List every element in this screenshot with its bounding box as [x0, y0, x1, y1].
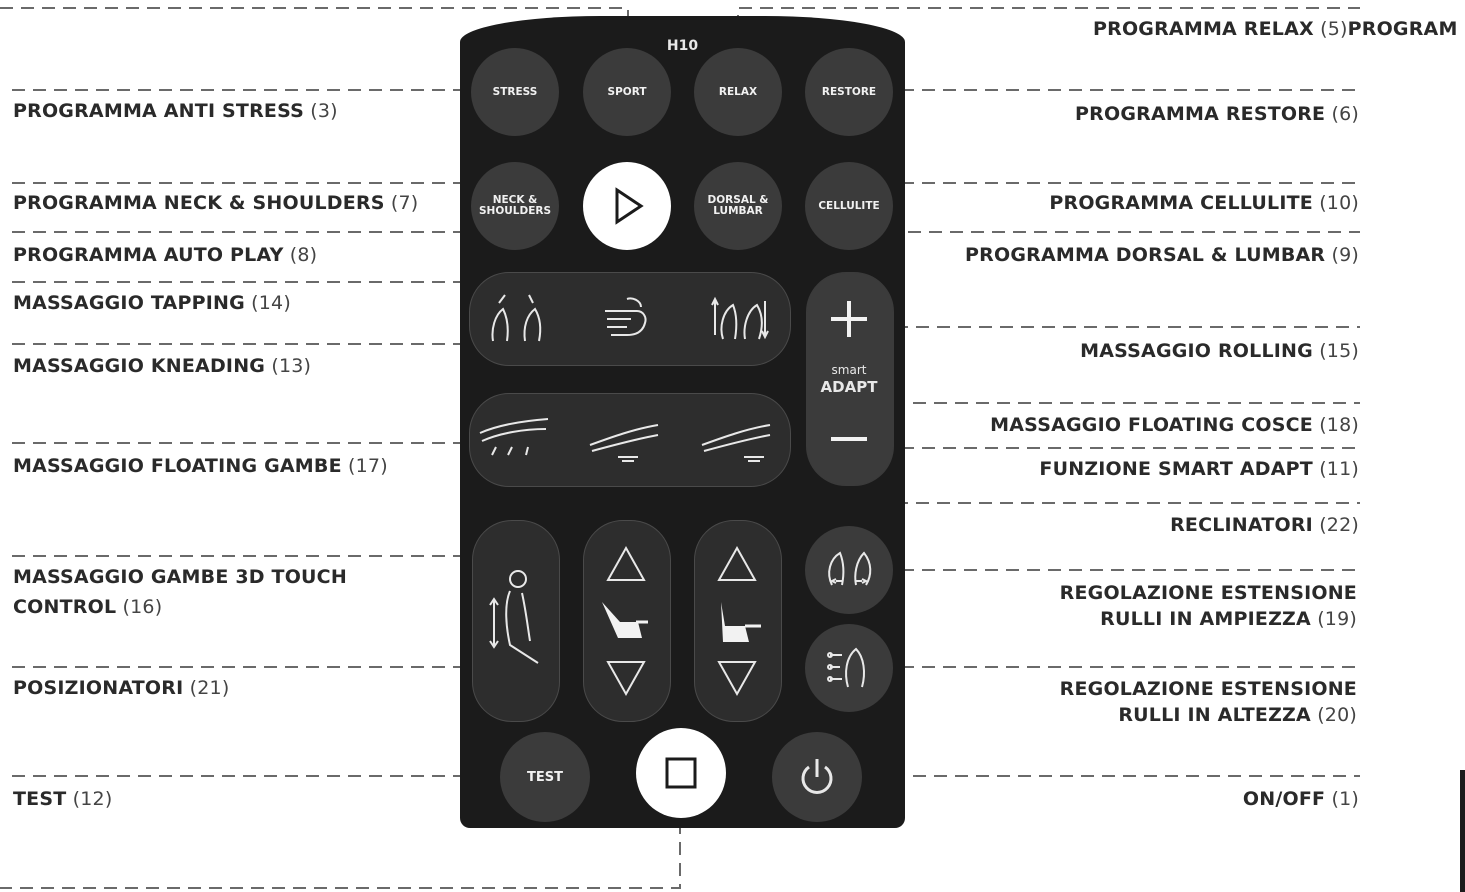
triangle-up-icon	[717, 545, 757, 581]
floating-thighs-button-2[interactable]	[698, 408, 774, 468]
3d-touch-button[interactable]	[476, 560, 554, 680]
floating-thighs-icon	[701, 424, 771, 462]
smart-adapt-plus-button[interactable]	[820, 290, 878, 348]
kneading-button[interactable]	[594, 288, 662, 348]
label-posizionatori: POSIZIONATORI (21)	[13, 677, 230, 699]
positioner-down-button[interactable]	[711, 654, 763, 702]
stop-icon	[665, 757, 697, 789]
reclinator-pill	[583, 520, 671, 722]
stress-button[interactable]: STRESS	[471, 48, 559, 136]
floating-legs-icon	[479, 418, 549, 456]
stop-button[interactable]	[636, 728, 726, 818]
test-button[interactable]: TEST	[500, 732, 590, 822]
roller-height-icon	[827, 647, 865, 688]
triangle-down-icon	[606, 661, 646, 697]
edge-bar	[1460, 770, 1465, 892]
floating-legs-button[interactable]	[476, 408, 552, 468]
smart-adapt-label: ADAPT	[820, 378, 878, 396]
play-icon	[615, 187, 644, 225]
positioner-pill	[694, 520, 782, 722]
label-floating-gambe: MASSAGGIO FLOATING GAMBE (17)	[13, 455, 388, 477]
floating-thighs-button-1[interactable]	[586, 408, 662, 468]
leader-stop	[0, 800, 681, 889]
model-label: H10	[666, 38, 699, 54]
positioner-chair-icon	[707, 598, 767, 648]
label-test: TEST (12)	[13, 788, 113, 810]
rolling-button[interactable]	[706, 288, 774, 348]
floating-pill	[469, 393, 791, 487]
relax-button[interactable]: RELAX	[694, 48, 782, 136]
3d-touch-pill	[472, 520, 560, 722]
label-anti-stress: PROGRAMMA ANTI STRESS (3)	[13, 100, 338, 122]
label-floating-cosce: MASSAGGIO FLOATING COSCE (18)	[990, 414, 1359, 436]
label-kneading: MASSAGGIO KNEADING (13)	[13, 355, 312, 377]
roller-width-button[interactable]	[805, 526, 893, 614]
triangle-down-icon	[717, 661, 757, 697]
restore-button[interactable]: RESTORE	[805, 48, 893, 136]
label-relax: PROGRAMMA RELAX (5)PROGRAM	[1093, 18, 1458, 40]
roller-height-button[interactable]	[805, 624, 893, 712]
label-reclinatori: RECLINATORI (22)	[1170, 514, 1359, 536]
label-roller-height: REGOLAZIONE ESTENSIONE RULLI IN ALTEZZA …	[1059, 678, 1357, 726]
label-3d-touch: MASSAGGIO GAMBE 3D TOUCH CONTROL (16)	[13, 566, 347, 618]
label-roller-width: REGOLAZIONE ESTENSIONE RULLI IN AMPIEZZA…	[1059, 582, 1357, 630]
sport-button[interactable]: SPORT	[583, 48, 671, 136]
label-smart-adapt: FUNZIONE SMART ADAPT (11)	[1039, 458, 1359, 480]
label-tapping: MASSAGGIO TAPPING (14)	[13, 292, 291, 314]
label-cellulite: PROGRAMMA CELLULITE (10)	[1049, 192, 1359, 214]
smart-adapt-minus-button[interactable]	[820, 410, 878, 468]
label-rolling: MASSAGGIO ROLLING (15)	[1080, 340, 1359, 362]
tapping-hands-icon	[491, 294, 542, 342]
dorsal-lumbar-button[interactable]: DORSAL & LUMBAR	[694, 162, 782, 250]
power-icon	[801, 759, 833, 794]
label-neck-shoulders: PROGRAMMA NECK & SHOULDERS (7)	[13, 192, 419, 214]
reclinator-chair-icon	[596, 598, 656, 648]
reclinator-down-button[interactable]	[600, 654, 652, 702]
floating-thighs-icon	[589, 424, 659, 462]
minus-icon	[831, 437, 867, 441]
label-auto-play: PROGRAMMA AUTO PLAY (8)	[13, 244, 318, 266]
smart-adapt-label-small: smart	[831, 363, 867, 377]
reclinator-up-button[interactable]	[600, 540, 652, 588]
positioner-up-button[interactable]	[711, 540, 763, 588]
power-button[interactable]	[772, 732, 862, 822]
chair-recline-icon	[602, 602, 648, 638]
kneading-hand-icon	[605, 297, 647, 336]
leader-3d-touch	[12, 480, 516, 557]
label-restore: PROGRAMMA RESTORE (6)	[1075, 103, 1359, 125]
3d-touch-body-icon	[489, 570, 539, 664]
chair-upright-icon	[721, 602, 761, 642]
cellulite-button[interactable]: CELLULITE	[805, 162, 893, 250]
neck-shoulders-button[interactable]: NECK & SHOULDERS	[471, 162, 559, 250]
roller-width-icon	[828, 551, 872, 586]
triangle-up-icon	[606, 545, 646, 581]
play-button[interactable]	[583, 162, 671, 250]
plus-icon	[831, 301, 867, 337]
label-onoff: ON/OFF (1)	[1242, 788, 1359, 810]
label-dorsal-lumbar: PROGRAMMA DORSAL & LUMBAR (9)	[965, 244, 1359, 266]
rolling-hands-icon	[711, 296, 769, 340]
tapping-button[interactable]	[482, 288, 550, 348]
